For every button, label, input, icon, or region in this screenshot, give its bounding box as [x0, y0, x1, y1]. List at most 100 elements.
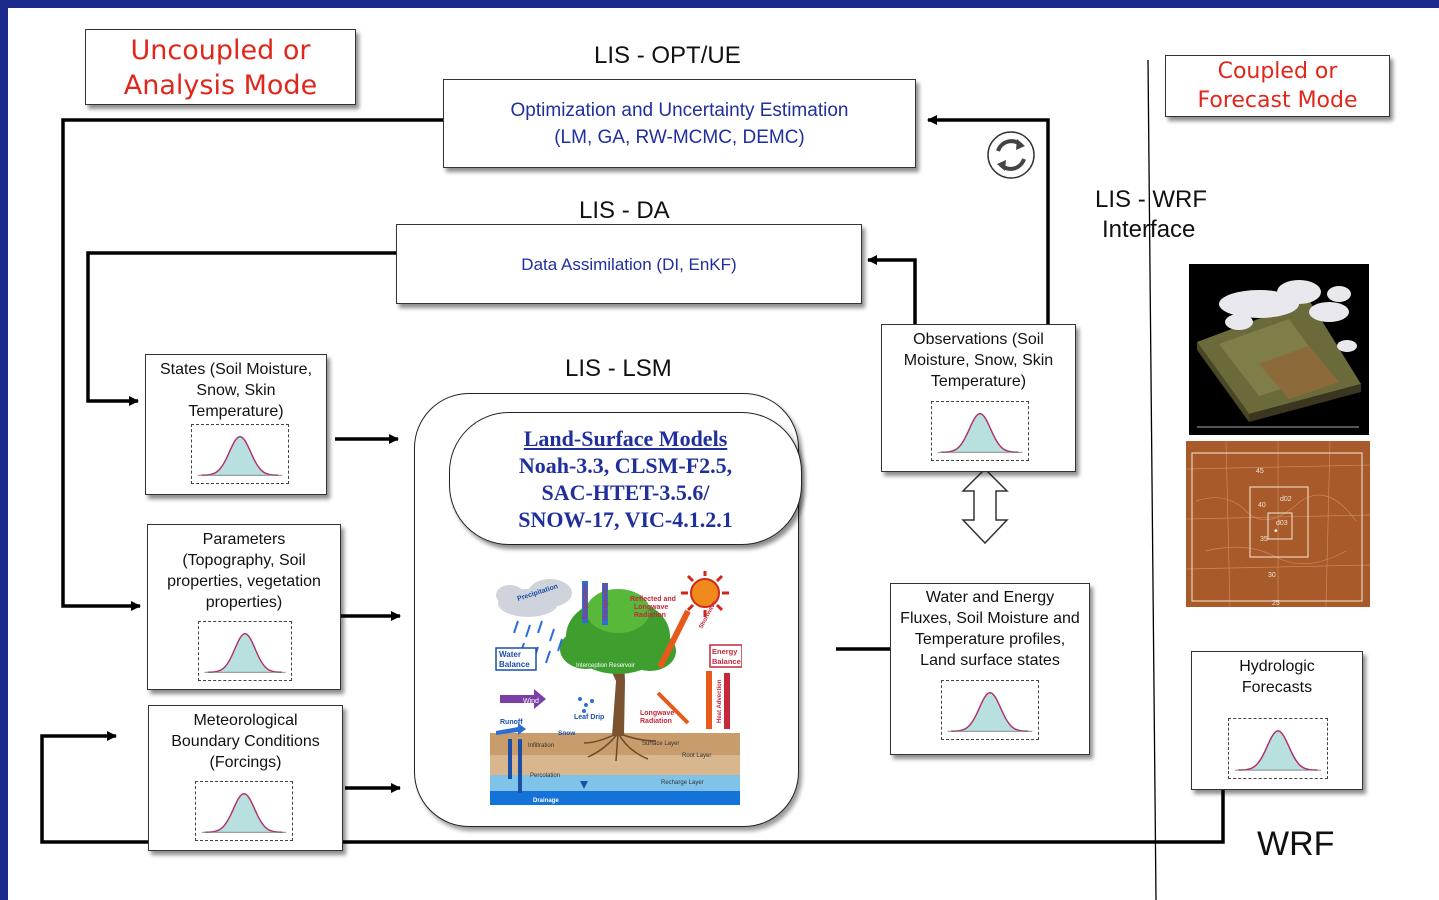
states-distribution-plot	[191, 424, 289, 484]
runoff-label: Runoff	[500, 719, 523, 726]
obs-to-opt-line	[927, 115, 1050, 326]
lsm-model-line: SAC-HTET-3.5.6/	[541, 480, 710, 505]
recharge-soil-layer	[490, 775, 740, 791]
lsm-title: LIS - LSM	[565, 355, 672, 382]
lsm-heading: Land-Surface Models	[523, 426, 728, 451]
drainage-label: Drainage	[533, 798, 559, 804]
gaussian-curve-icon	[937, 412, 1023, 453]
coupled-mode-box: Coupled or Forecast Mode	[1165, 55, 1390, 117]
leaf-drips	[578, 697, 594, 713]
water-balance-box	[495, 647, 537, 671]
coupled-mode-line2: Forecast Mode	[1197, 88, 1358, 113]
parameters-distribution-plot	[198, 621, 292, 681]
opt-ue-box: Optimization and Uncertainty Estimation …	[443, 79, 916, 168]
states-line: Snow, Skin	[196, 382, 276, 399]
gaussian-outline	[1238, 730, 1318, 771]
gaussian-outline	[940, 412, 1019, 453]
sun-icon	[681, 571, 729, 617]
tree-trunk	[609, 659, 625, 736]
water-table-marker	[580, 781, 588, 789]
transpiration-arrow	[602, 583, 608, 625]
fluxes-line: Land surface states	[920, 652, 1060, 669]
gaussian-curve-icon	[197, 435, 283, 476]
gaussian-fill	[205, 793, 283, 833]
uncoupled-mode-line1: Uncoupled or	[130, 35, 311, 66]
topography-3d-image	[1189, 264, 1369, 435]
longwave-arrow	[656, 691, 690, 725]
map-lat45-label: 45	[1256, 468, 1264, 475]
gaussian-fill	[951, 692, 1029, 732]
leaf-drip-label: Leaf Drip	[574, 714, 604, 721]
fluxes-line: Temperature profiles,	[914, 631, 1066, 648]
hydro-line: Hydrologic	[1239, 658, 1315, 675]
energy-balance-label-2: Balance	[712, 657, 741, 666]
fluxes-box: Water and Energy Fluxes, Soil Moisture a…	[890, 583, 1090, 755]
coupled-mode-line1: Coupled or	[1217, 59, 1338, 84]
infiltration-label: Infiltration	[528, 743, 554, 749]
evaporation-label: Evaporation	[583, 584, 589, 619]
observations-box: Observations (Soil Moisture, Snow, Skin …	[881, 324, 1076, 472]
energy-balance-label-1: Energy	[712, 647, 738, 656]
met-line: Boundary Conditions	[171, 733, 320, 750]
longwave-rad-label: Longwave	[634, 604, 668, 611]
surface-soil-layer	[490, 733, 740, 755]
obs-to-da-line	[867, 255, 917, 326]
reflected-label: Reflected and	[630, 596, 676, 603]
hydrologic-forecasts-box: Hydrologic Forecasts	[1191, 651, 1363, 790]
gaussian-curve-icon	[1234, 730, 1322, 771]
met-line: Meteorological	[193, 712, 298, 729]
interception-label: Interception Reservoir	[576, 663, 635, 669]
met-line: (Forcings)	[209, 754, 282, 771]
radiation-label: Radiation	[634, 612, 666, 619]
opt-to-parameters-line	[61, 118, 443, 611]
gaussian-fill	[201, 436, 279, 476]
map-center-dot: •	[1274, 526, 1278, 537]
observations-line: Observations (Soil	[913, 331, 1044, 348]
root-layer-label: Root Layer	[682, 753, 711, 759]
radiation2-label: Radiation	[640, 718, 672, 725]
mode-separator-line	[1147, 59, 1157, 900]
map-lat40-label: 40	[1258, 502, 1266, 509]
map-lat30-label: 30	[1268, 572, 1276, 579]
energy-balance-box	[709, 644, 742, 668]
domain-d02	[1249, 486, 1309, 558]
cloud	[496, 579, 572, 617]
domain-d01	[1191, 452, 1363, 602]
connector-lines	[40, 59, 1225, 900]
wrf-domain-map: d02 d03 45 40 35 30 25 •	[1186, 441, 1370, 607]
gaussian-outline	[204, 792, 283, 833]
da-to-states-line	[86, 251, 396, 406]
states-box: States (Soil Moisture, Snow, Skin Temper…	[145, 354, 327, 495]
wind-label: Wind	[523, 698, 539, 705]
parameters-line: Parameters	[202, 531, 286, 548]
cycle-icon	[987, 131, 1035, 179]
states-line: Temperature)	[188, 403, 284, 420]
land-surface-process-illustration: Surface Layer Root Layer Recharge Layer …	[488, 571, 742, 805]
opt-ue-title: LIS - OPT/UE	[594, 42, 741, 69]
parameters-box: Parameters (Topography, Soil properties,…	[147, 524, 341, 690]
surface-layer-label: Surface Layer	[642, 741, 679, 747]
gaussian-fill	[1238, 730, 1318, 771]
wrf-interface-line1: LIS - WRF	[1095, 186, 1207, 213]
cloud-patches	[1219, 280, 1357, 352]
heat-advection-label: Heat Advection	[717, 679, 723, 723]
transpiration-label: Transpiration	[603, 583, 609, 621]
percolation-arrow	[508, 739, 512, 779]
evaporation-arrow	[582, 581, 588, 623]
shortwave-arrow	[657, 609, 691, 669]
uncoupled-mode-line2: Analysis Mode	[123, 70, 318, 101]
lsm-model-line: SNOW-17, VIC-4.1.2.1	[518, 507, 733, 532]
infiltration-arrow	[518, 739, 522, 793]
fluxes-line: Fluxes, Soil Moisture and	[900, 610, 1080, 627]
map-d03-label: d03	[1276, 520, 1288, 527]
opt-ue-line2: (LM, GA, RW-MCMC, DEMC)	[554, 127, 805, 148]
map-lat35-label: 35	[1260, 536, 1268, 543]
met-forcing-box: Meteorological Boundary Conditions (Forc…	[148, 705, 343, 851]
map-graticule	[1186, 441, 1370, 607]
lsm-models-box: Land-Surface Models Noah-3.3, CLSM-F2.5,…	[449, 412, 802, 545]
da-text: Data Assimilation (DI, EnKF)	[521, 255, 737, 274]
recharge-layer-label: Recharge Layer	[661, 780, 704, 786]
map-lat25-label: 25	[1272, 600, 1280, 607]
gaussian-outline	[950, 691, 1029, 732]
hydro-line: Forecasts	[1241, 679, 1313, 696]
